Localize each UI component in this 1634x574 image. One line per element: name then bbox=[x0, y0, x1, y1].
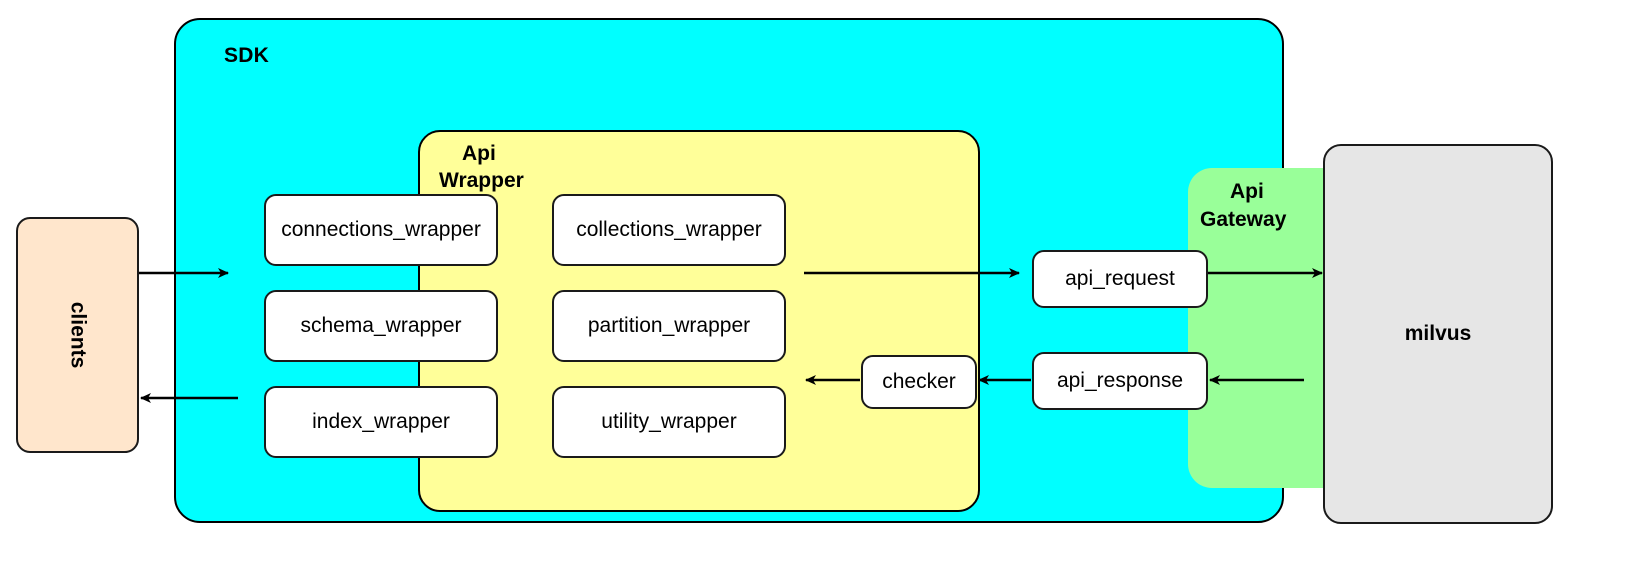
node-utility-wrapper[interactable]: utility_wrapper bbox=[552, 386, 786, 458]
node-api-response[interactable]: api_response bbox=[1032, 352, 1208, 410]
node-index-wrapper[interactable]: index_wrapper bbox=[264, 386, 498, 458]
node-schema-wrapper[interactable]: schema_wrapper bbox=[264, 290, 498, 362]
api-gateway-title: Api Gateway bbox=[1200, 178, 1400, 234]
node-connections-wrapper[interactable]: connections_wrapper bbox=[264, 194, 498, 266]
clients-label: clients bbox=[66, 301, 90, 369]
sdk-title: SDK bbox=[224, 44, 269, 67]
api-gateway-title-line2: Gateway bbox=[1200, 208, 1287, 231]
milvus-label: milvus bbox=[1404, 322, 1472, 345]
clients-box[interactable]: clients bbox=[16, 217, 139, 453]
api-wrapper-title-line1: Api bbox=[462, 142, 496, 165]
api-wrapper-title-line2: Wrapper bbox=[439, 169, 524, 192]
node-api-request[interactable]: api_request bbox=[1032, 250, 1208, 308]
node-collections-wrapper[interactable]: collections_wrapper bbox=[552, 194, 786, 266]
node-partition-wrapper[interactable]: partition_wrapper bbox=[552, 290, 786, 362]
node-checker[interactable]: checker bbox=[861, 355, 977, 409]
api-wrapper-title: Api Wrapper bbox=[439, 140, 632, 194]
milvus-box[interactable]: milvus bbox=[1323, 144, 1553, 524]
api-gateway-title-line1: Api bbox=[1230, 180, 1264, 203]
